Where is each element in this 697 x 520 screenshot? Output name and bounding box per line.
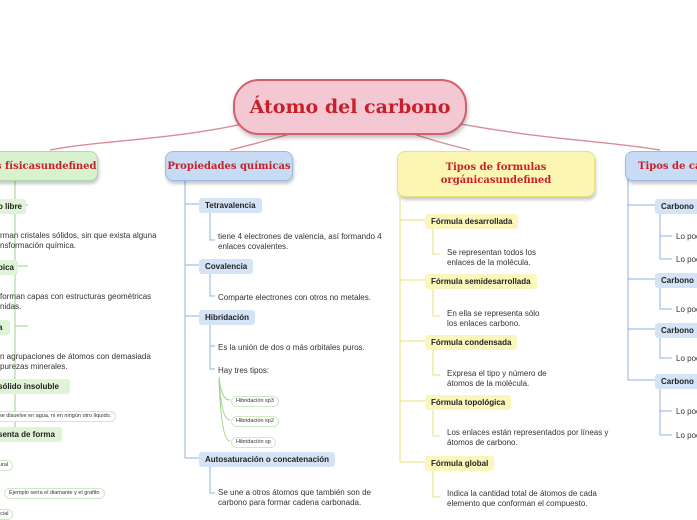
leaf-text: Lo poo	[676, 232, 697, 241]
leaf-text: Lo poo	[676, 407, 697, 416]
leaf-text: n agrupaciones de átomos con demasiada	[0, 352, 151, 361]
root-node[interactable]: Átomo del carbono	[233, 79, 467, 135]
sub-topic[interactable]: Fórmula semidesarrollada	[425, 274, 537, 289]
sub-topic[interactable]: a	[0, 320, 10, 335]
branch-propiedades-fisicas[interactable]: es físicasundefined	[0, 151, 98, 181]
leaf-text: rman cristales sólidos, sin que exista a…	[0, 231, 157, 240]
sub-topic[interactable]: Tetravalencia	[199, 198, 262, 213]
leaf-text: carbono para formar cadena carbonada.	[218, 498, 362, 507]
leaf-text: nsformación química.	[0, 241, 77, 250]
leaf-text: nidas.	[0, 302, 22, 311]
root-title: Átomo del carbono	[249, 96, 451, 118]
leaf-text: átomos de carbono.	[447, 438, 518, 447]
sub-topic[interactable]: pica	[0, 260, 18, 275]
branch-title-line2: orgánicasundefined	[440, 175, 552, 186]
leaf-text: forman capas con estructuras geométricas	[0, 292, 152, 301]
leaf-text: Lo poo	[676, 255, 697, 264]
sub-topic[interactable]: Fórmula condensada	[425, 335, 518, 350]
leaf-text: Comparte electrones con otros no metales…	[218, 293, 371, 302]
branch-tipos-carbono[interactable]: Tipos de carb	[625, 151, 697, 181]
sub-topic[interactable]: sólido insoluble	[0, 379, 70, 394]
leaf-text: átomos de la molécula.	[447, 379, 530, 388]
sub-topic[interactable]: Fórmula topológica	[425, 395, 512, 410]
leaf-text: Hay tres tipos:	[218, 366, 270, 375]
leaf-text: enlaces de la molécula.	[447, 258, 531, 267]
sub-topic[interactable]: Carbono	[655, 273, 697, 288]
sub-topic[interactable]: o libre	[0, 199, 26, 214]
leaf-text: Es la unión de dos o más orbitales puros…	[218, 343, 365, 352]
branch-title-line1: Tipos de formulas	[445, 162, 547, 173]
branch-propiedades-quimicas[interactable]: Propiedades químicas	[165, 151, 293, 181]
leaf-text: tiene 4 electrones de valencia, así form…	[218, 232, 382, 241]
sub-topic[interactable]: Fórmula desarrollada	[425, 214, 519, 229]
leaf-text: Lo poo	[676, 431, 697, 440]
sub-topic[interactable]: Carbono	[655, 374, 697, 389]
detail-bubble[interactable]: Hibridación sp2	[231, 416, 279, 427]
leaf-text: Se une a otros átomos que también son de	[218, 488, 371, 497]
leaf-text: Lo poo	[676, 305, 697, 314]
detail-bubble[interactable]: Hibridación sp	[231, 437, 276, 448]
sub-topic[interactable]: Covalencia	[199, 259, 254, 274]
sub-topic[interactable]: Fórmula global	[425, 456, 495, 471]
branch-tipos-formulas[interactable]: Tipos de formulas orgánicasundefined	[397, 151, 595, 197]
sub-topic[interactable]: Hibridación	[199, 310, 256, 325]
branch-title: Propiedades químicas	[167, 160, 291, 172]
sub-topic[interactable]: Carbono	[655, 323, 697, 338]
leaf-text: enlaces covalentes.	[218, 242, 289, 251]
detail-bubble[interactable]: se disuelve en agua, ni en ningún otro l…	[0, 411, 117, 422]
sub-topic[interactable]: Autosaturación o concatenación	[199, 452, 336, 467]
detail-bubble[interactable]: ural	[0, 460, 14, 471]
detail-bubble[interactable]: Hibridación sp3	[231, 396, 279, 407]
sub-topic[interactable]: senta de forma	[0, 427, 62, 442]
branch-title: es físicasundefined	[0, 160, 97, 172]
detail-bubble[interactable]: Ejemplo sería el diamante y el grafito	[4, 488, 105, 499]
leaf-text: los enlaces carbono.	[447, 319, 521, 328]
leaf-text: En ella se representa sólo	[447, 309, 540, 318]
leaf-text: Indica la cantidad total de átomos de ca…	[447, 489, 597, 498]
branch-title: Tipos de carb	[638, 160, 697, 172]
leaf-text: Se representan todos los	[447, 248, 536, 257]
sub-topic[interactable]: Carbono	[655, 199, 697, 214]
leaf-text: Los enlaces están representados por líne…	[447, 428, 609, 437]
leaf-text: Lo poo	[676, 354, 697, 363]
leaf-text: Expresa el tipo y número de	[447, 369, 547, 378]
leaf-text: purezas minerales.	[0, 362, 68, 371]
leaf-text: elemento que conforman el compuesto.	[447, 499, 588, 508]
